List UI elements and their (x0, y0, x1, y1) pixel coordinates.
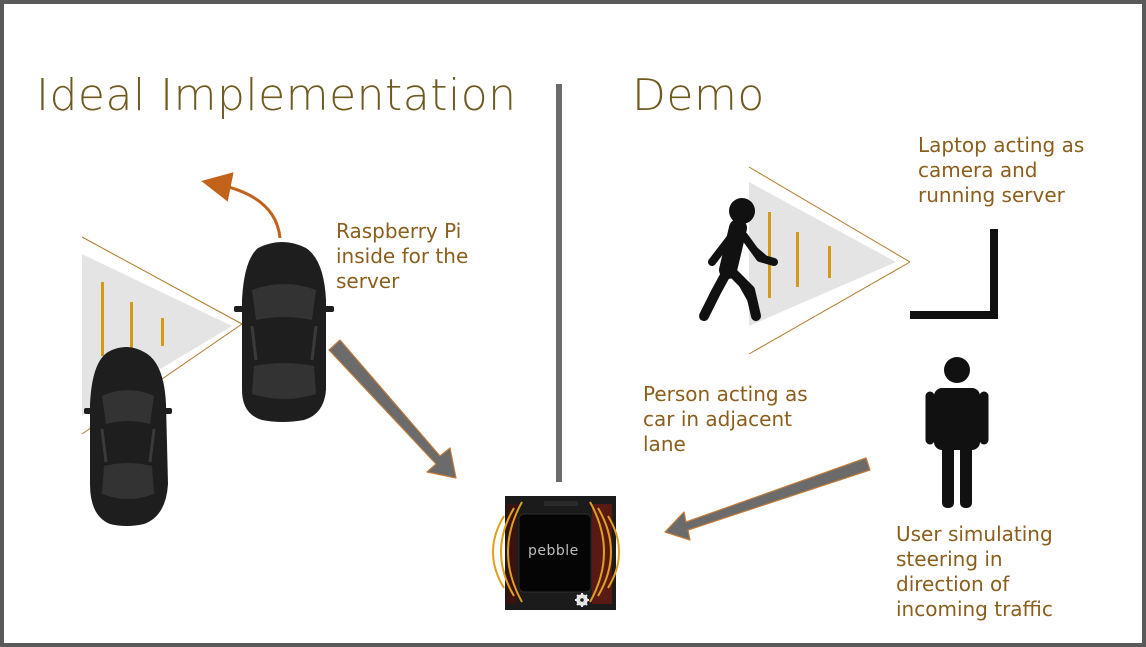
laptop-caption: Laptop acting as camera and running serv… (918, 133, 1085, 207)
walking-person-icon (699, 198, 778, 321)
center-divider (556, 84, 562, 482)
car-icon-front (234, 242, 334, 422)
pebble-watch-icon (492, 496, 620, 610)
gear-icon (575, 593, 589, 607)
person-car-caption: Person acting as car in adjacent lane (643, 382, 808, 456)
right-title: Demo (632, 70, 765, 121)
raspberry-pi-caption: Raspberry Pi inside for the server (336, 219, 469, 293)
car-icon (84, 347, 172, 526)
right-view-cone (748, 166, 911, 355)
arrow-user-to-pebble (664, 457, 871, 541)
arrow-car-to-pebble (328, 339, 457, 479)
left-title: Ideal Implementation (36, 70, 517, 121)
standing-person-icon (925, 357, 989, 508)
laptop-icon (910, 229, 998, 319)
pebble-logo: pebble (528, 543, 579, 559)
diagram-graphics (81, 84, 998, 610)
user-steering-caption: User simulating steering in direction of… (896, 522, 1053, 621)
turn-arrow (201, 172, 282, 239)
